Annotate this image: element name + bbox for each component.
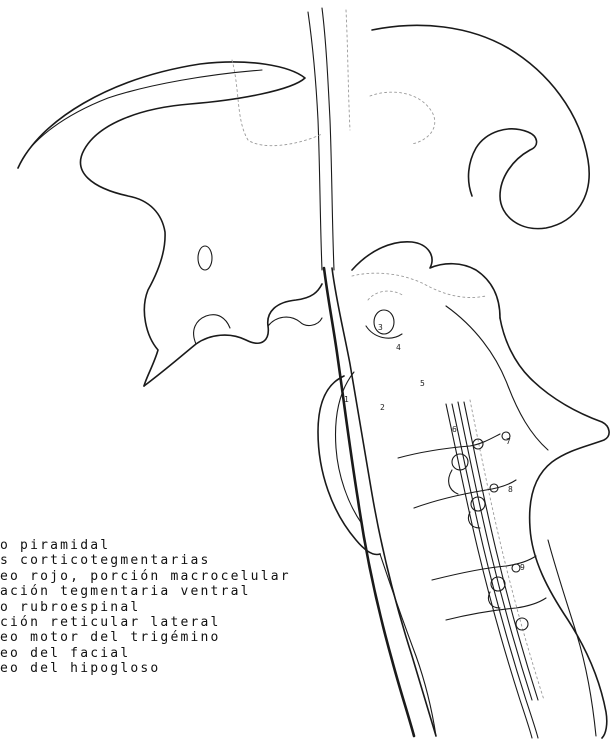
legend-item: eo rojo, porción macrocelular	[0, 569, 291, 584]
thalamus-region-faint	[232, 60, 322, 146]
corpus-callosum-outline	[18, 62, 305, 386]
red-nucleus	[374, 310, 394, 334]
diagram-number-5: 5	[420, 379, 425, 388]
medulla-right-outline	[548, 540, 596, 736]
right-hemisphere-arc	[372, 25, 589, 228]
diagram-number-8: 8	[508, 485, 513, 494]
legend-item: eo del facial	[0, 646, 291, 661]
third-ventricle-outline	[268, 317, 322, 326]
legend-item: o rubroespinal	[0, 600, 291, 615]
legend-item: o piramidal	[0, 538, 291, 553]
diagram-number-3: 3	[378, 323, 383, 332]
upper-fiber-column-left	[308, 12, 322, 270]
mammillary-body	[198, 246, 212, 270]
brainstem-dorsal-outline	[500, 318, 609, 738]
tegmentum-faint	[368, 291, 404, 300]
upper-fiber-column-faint	[346, 10, 350, 130]
midbrain-tectum-outline	[352, 242, 500, 318]
thalamus-region-faint-2	[370, 92, 435, 144]
facial-nucleus	[414, 480, 516, 528]
legend-item: ación tegmentaria ventral	[0, 584, 291, 599]
diagram-number-1: 1	[344, 395, 349, 404]
legend-item: eo del hipogloso	[0, 661, 291, 676]
diagram-number-6: 6	[452, 425, 457, 434]
fourth-ventricle-floor	[446, 306, 548, 450]
pyramidal-tract-main	[324, 268, 414, 736]
hemisphere-inner-arc	[18, 70, 262, 168]
upper-fiber-column-right	[322, 8, 334, 270]
red-nucleus-fibers	[366, 326, 402, 338]
legend-list: o piramidal s corticotegmentarias eo roj…	[0, 538, 291, 677]
diagram-number-2: 2	[380, 403, 385, 412]
hypothalamus-outline	[194, 315, 230, 344]
legend-item: s corticotegmentarias	[0, 553, 291, 568]
legend-item: eo motor del trigémino	[0, 630, 291, 645]
legend-item: ción reticular lateral	[0, 615, 291, 630]
diagram-number-7: 7	[506, 437, 511, 446]
diagram-number-4: 4	[396, 343, 401, 352]
basal-forebrain-outline	[144, 284, 322, 386]
descending-fiber-bundle	[446, 400, 544, 738]
tectum-faint	[352, 273, 486, 297]
hypoglossal-nucleus	[432, 556, 546, 630]
pons-outline	[318, 376, 380, 554]
diagram-number-9: 9	[520, 563, 525, 572]
